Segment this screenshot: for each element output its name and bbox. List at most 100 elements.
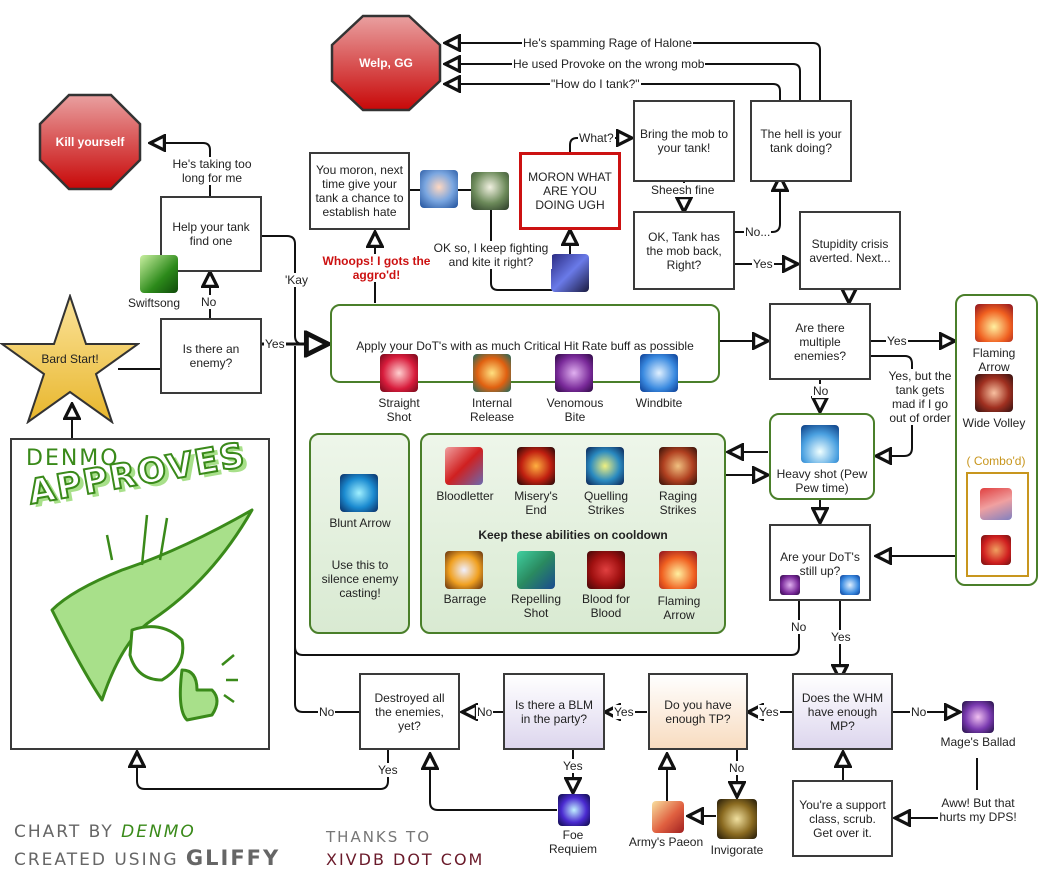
edge-foe-destroyed	[430, 754, 557, 811]
credit-label: CHART BY	[14, 822, 114, 842]
node-blm: Is there a BLM in the party?	[503, 673, 605, 750]
credit-label: CREATED USING	[14, 850, 179, 870]
dagger-icon	[551, 254, 589, 292]
denmo-text: DENMO	[26, 446, 120, 471]
ability-label: Flaming Arrow	[657, 594, 701, 622]
ability-label: Foe Requiem	[548, 828, 598, 856]
ability-label: Swiftsong	[128, 296, 181, 310]
windbite-icon	[640, 354, 678, 392]
node-you-moron: You moron, next time give your tank a ch…	[309, 152, 410, 230]
terminal-label: Welp, GG	[359, 56, 413, 70]
bloodletter-icon	[445, 447, 483, 485]
barrage-icon	[445, 551, 483, 589]
ability-label: Bloodletter	[436, 489, 494, 503]
node-tp: Do you have enough TP?	[648, 673, 748, 750]
group-title: Apply your DoT's with as much Critical H…	[356, 339, 694, 353]
raging-strikes-icon	[659, 447, 697, 485]
ability-label: Blood for Blood	[581, 592, 631, 620]
flaming-arrow-cooldown-icon	[659, 551, 697, 589]
edge-label-provoke: He used Provoke on the wrong mob	[512, 57, 706, 71]
ability-label: Army's Paeon	[628, 835, 704, 849]
edge-label-whm-no: No	[910, 705, 928, 719]
edge-label-blm-yes: Yes	[562, 759, 584, 773]
terminal-label: Bard Start!	[41, 352, 99, 366]
credit-chart-by: CHART BY DENMO	[14, 822, 196, 842]
ability-label: Barrage	[443, 592, 487, 606]
edge-label-whm-yes: Yes	[758, 705, 780, 719]
node-is-enemy: Is there an enemy?	[160, 318, 262, 394]
edge-label-yes-enemy: Yes	[264, 337, 286, 351]
combo-label: ( Combo'd)	[966, 454, 1026, 468]
edge-label-kite: OK so, I keep fighting and kite it right…	[430, 241, 552, 269]
aura-icon	[420, 170, 458, 208]
blunt-arrow-icon	[340, 474, 378, 512]
edge-label-taking-long: He's taking too long for me	[166, 157, 258, 185]
swiftsong-icon	[140, 255, 178, 293]
ability-label: Venomous Bite	[546, 396, 604, 424]
quelling-strikes-icon	[586, 447, 624, 485]
edge-label-what: What?	[578, 131, 615, 145]
credit-tool: GLIFFY	[185, 846, 281, 870]
ability-label: Mage's Ballad	[940, 735, 1016, 749]
node-bring-mob: Bring the mob to your tank!	[633, 100, 735, 182]
armys-paeon-icon	[652, 801, 684, 833]
internal-release-icon	[473, 354, 511, 392]
edge-label-destroyed-yes: Yes	[377, 763, 399, 777]
ability-label: Heavy shot (Pew Pew time)	[776, 467, 868, 495]
edge-label-multi-no: No	[812, 384, 830, 398]
edge-destroyed-yes	[137, 750, 389, 790]
credit-source: XIVDB DOT COM	[326, 850, 485, 869]
edge-label-no-enemy: No	[200, 295, 218, 309]
miserys-end-icon	[517, 447, 555, 485]
edge-label-rage: He's spamming Rage of Halone	[522, 36, 694, 50]
ability-label: Blunt Arrow	[329, 516, 391, 530]
ability-label: Quelling Strikes	[583, 489, 629, 517]
edge-no-dots	[734, 176, 780, 233]
terminal-label: Kill yourself	[55, 135, 125, 149]
venomous-bite-small-icon	[780, 575, 800, 595]
node-hell-tank: The hell is your tank doing?	[750, 100, 852, 182]
edge-label-tp-yes: Yes	[613, 705, 635, 719]
edge-label-dots-yes: Yes	[830, 630, 852, 644]
ability-label: Raging Strikes	[658, 489, 698, 517]
combo-arrows-icon	[980, 488, 1012, 520]
cooldown-title: Keep these abilities on cooldown	[478, 528, 668, 542]
edge-label-kay: 'Kay	[284, 273, 309, 287]
credit-created-using: CREATED USING GLIFFY	[14, 846, 280, 870]
node-whm-mp: Does the WHM have enough MP?	[792, 673, 893, 750]
ability-label: Flaming Arrow	[972, 346, 1016, 374]
ability-label: Repelling Shot	[510, 592, 562, 620]
terminal-kill-yourself: Kill yourself	[38, 93, 142, 191]
ability-label: Windbite	[635, 396, 683, 410]
edge-label-multi-yes: Yes	[886, 334, 908, 348]
credit-author: DENMO	[121, 822, 196, 842]
edge-label-blm-no: No	[476, 705, 494, 719]
mages-ballad-icon	[962, 701, 994, 733]
repelling-shot-icon	[517, 551, 555, 589]
edge-rage	[445, 43, 821, 100]
winged-boot-icon	[471, 172, 509, 210]
edge-label-how-tank: "How do I tank?"	[550, 77, 641, 91]
node-moron-what: MORON WHAT ARE YOU DOING UGH	[519, 152, 621, 230]
node-destroyed: Destroyed all the enemies, yet?	[359, 673, 460, 750]
venomous-bite-icon	[555, 354, 593, 392]
straight-shot-icon	[380, 354, 418, 392]
edge-label-whoops: Whoops! I gots the aggro'd!	[318, 254, 435, 282]
terminal-welp-gg: Welp, GG	[330, 14, 442, 112]
wide-volley-icon	[975, 374, 1013, 412]
terminal-bard-start: Bard Start!	[0, 294, 140, 424]
combo-box	[966, 472, 1029, 577]
edge-label-destroyed-no: No	[318, 705, 336, 719]
node-support: You're a support class, scrub. Get over …	[792, 780, 893, 857]
edge-label-yes-but: Yes, but the tank gets mad if I go out o…	[886, 369, 954, 425]
blood-for-blood-icon	[587, 551, 625, 589]
edge-label-dots-no: No	[790, 620, 808, 634]
foe-requiem-icon	[558, 794, 590, 826]
ability-label: Wide Volley	[962, 416, 1026, 430]
ability-label: Invigorate	[710, 843, 764, 857]
edge-label-aww: Aww! But that hurts my DPS!	[938, 796, 1018, 824]
invigorate-icon	[717, 799, 757, 839]
node-multiple-enemies: Are there multiple enemies?	[769, 303, 871, 380]
windbite-small-icon	[840, 575, 860, 595]
node-crisis: Stupidity crisis averted. Next...	[799, 211, 901, 290]
